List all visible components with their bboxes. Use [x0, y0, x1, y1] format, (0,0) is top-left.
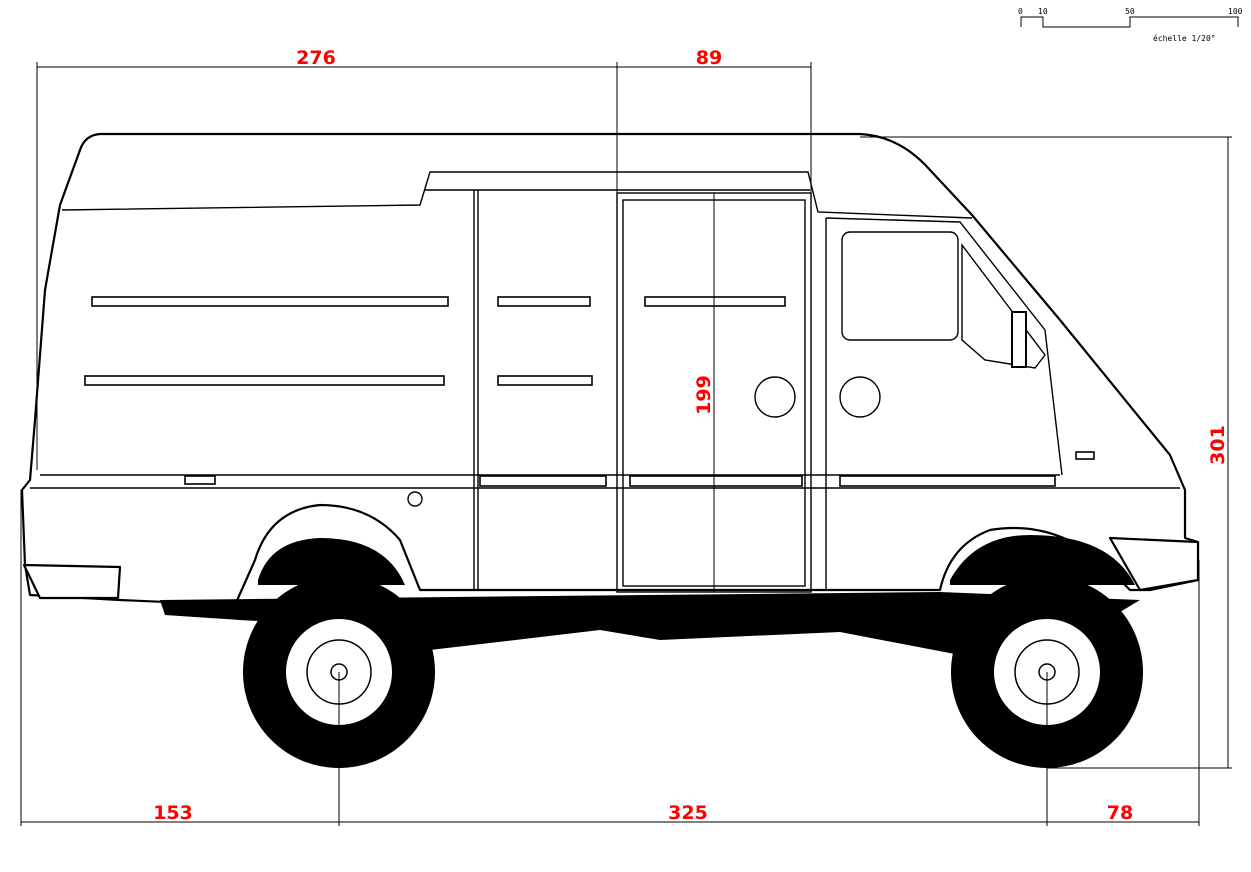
- mirror: [1011, 311, 1027, 368]
- dim-rear-overhang: 153: [153, 802, 193, 824]
- fuel-cap: [407, 491, 423, 507]
- scale-tick-100: 100: [1228, 7, 1243, 16]
- rear-bumper: [22, 563, 122, 600]
- dim-door-width: 89: [696, 47, 722, 69]
- dim-total-height: 301: [1207, 425, 1229, 465]
- dim-wheelbase: 325: [668, 802, 708, 824]
- dim-front-overhang: 78: [1107, 802, 1133, 824]
- dimension-labels: 276 89 199 301 153 325 78: [153, 47, 1229, 824]
- scale-label: échelle 1/20°: [1153, 33, 1216, 43]
- scale-tick-0: 0: [1018, 7, 1023, 16]
- front-bumper: [1108, 536, 1200, 592]
- door-handle: [754, 376, 796, 418]
- quarter-window: [961, 242, 1046, 369]
- dim-door-height: 199: [693, 375, 715, 415]
- van-body: [20, 132, 1200, 655]
- scale-bar: 0 10 50 100 échelle 1/20°: [1018, 7, 1243, 43]
- dim-rear-to-door: 276: [296, 47, 336, 69]
- dimension-lines: [20, 62, 1232, 826]
- cab-door-handle: [839, 376, 881, 418]
- scale-tick-10: 10: [1038, 7, 1048, 16]
- cab-window: [841, 231, 959, 341]
- scale-tick-50: 50: [1125, 7, 1135, 16]
